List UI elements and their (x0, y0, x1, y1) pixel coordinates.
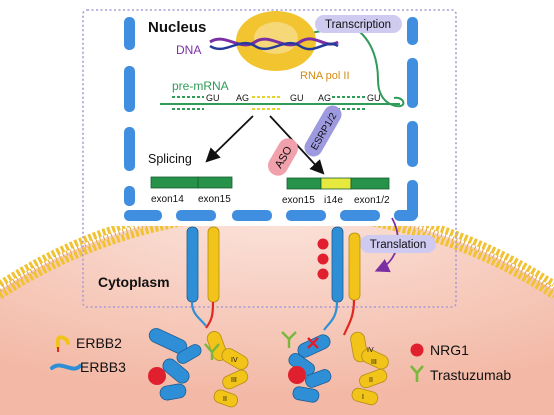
erbb3-legend-label: ERBB3 (80, 359, 126, 375)
i14e-label: i14e (324, 195, 343, 206)
domain-label-iii-right: III (371, 359, 377, 366)
domain-label-iii-left: III (231, 377, 237, 384)
rna-polymerase-complex (209, 11, 405, 108)
domain-label-ii-right: II (369, 377, 373, 384)
legend-nrg1: NRG1 (410, 342, 469, 358)
splicing-arrow (205, 115, 254, 163)
splice-site-3: GU (290, 93, 304, 103)
cytoplasm-region (0, 198, 554, 415)
aso-badge: ASO (268, 138, 298, 176)
translation-badge: Translation (360, 235, 436, 253)
splice-site-2: AG (236, 93, 249, 103)
splice-site-4: AG (318, 93, 331, 103)
erbb3-transmembrane-right (331, 226, 344, 303)
cell-body (0, 208, 554, 415)
exon14-label: exon14 (151, 194, 184, 205)
splicing-label: Splicing (148, 152, 192, 166)
legend-trastuzumab: Trastuzumab (410, 365, 511, 383)
exon15-label-left: exon15 (198, 194, 231, 205)
exon1-2-label: exon1/2 (354, 195, 390, 206)
pre-mrna-label: pre-mRNA (172, 79, 229, 93)
erbb2-transmembrane-right (348, 232, 361, 301)
trastuzumab-bound (204, 343, 220, 360)
domain-label-i-right: I (362, 394, 364, 401)
nrg1-ligand-right (288, 366, 306, 384)
trastuzumab-legend-icon (410, 365, 424, 382)
block-cross-icon (307, 337, 319, 349)
dna-helix-b (209, 41, 339, 51)
transcription-label: Transcription (325, 19, 391, 31)
i14e-insert-1 (317, 238, 329, 250)
erbb3-transmembrane (186, 226, 199, 303)
nucleus-title: Nucleus (148, 19, 206, 36)
i14e-insert-2 (317, 253, 329, 265)
domain-label-ii-left: II (223, 396, 227, 403)
rna-pol-ii-label: RNA pol II (300, 70, 350, 82)
cytoplasm-label: Cytoplasm (98, 274, 170, 290)
erbb-dimer-left: IV III II (148, 226, 249, 408)
transcription-badge: Transcription (315, 15, 402, 33)
dna-label: DNA (176, 43, 201, 57)
splice-site-1: GU (206, 93, 220, 103)
i14e-mrna (286, 177, 390, 190)
trastuzumab-blocked (281, 331, 297, 348)
erbb2-legend-label: ERBB2 (76, 335, 122, 351)
legend-erbb2: ERBB2 (56, 335, 122, 352)
erbb-dimer-right: IV III II I (281, 226, 389, 406)
nrg1-legend-icon (410, 343, 424, 357)
canonical-mrna (150, 176, 233, 189)
erbb2-transmembrane (207, 226, 220, 303)
translation-label: Translation (370, 239, 426, 251)
erbb3-icon (50, 363, 82, 371)
nuclear-envelope (124, 17, 418, 221)
erbb2-icon (56, 335, 70, 349)
nrg1-legend-label: NRG1 (430, 342, 469, 358)
domain-label-iv-right: IV (367, 347, 374, 354)
nucleus-interior (93, 16, 446, 226)
nrg1-ligand-bound (148, 367, 166, 385)
legend-erbb3: ERBB3 (50, 359, 126, 375)
domain-label-iv-left: IV (231, 357, 238, 364)
nucleus-compartment (82, 9, 457, 308)
splice-site-5: GU (367, 93, 381, 103)
i14e-insert-3 (317, 268, 329, 280)
exon15-label-right: exon15 (282, 195, 315, 206)
dna-helix-a (209, 37, 339, 47)
trastuzumab-legend-label: Trastuzumab (430, 367, 511, 383)
